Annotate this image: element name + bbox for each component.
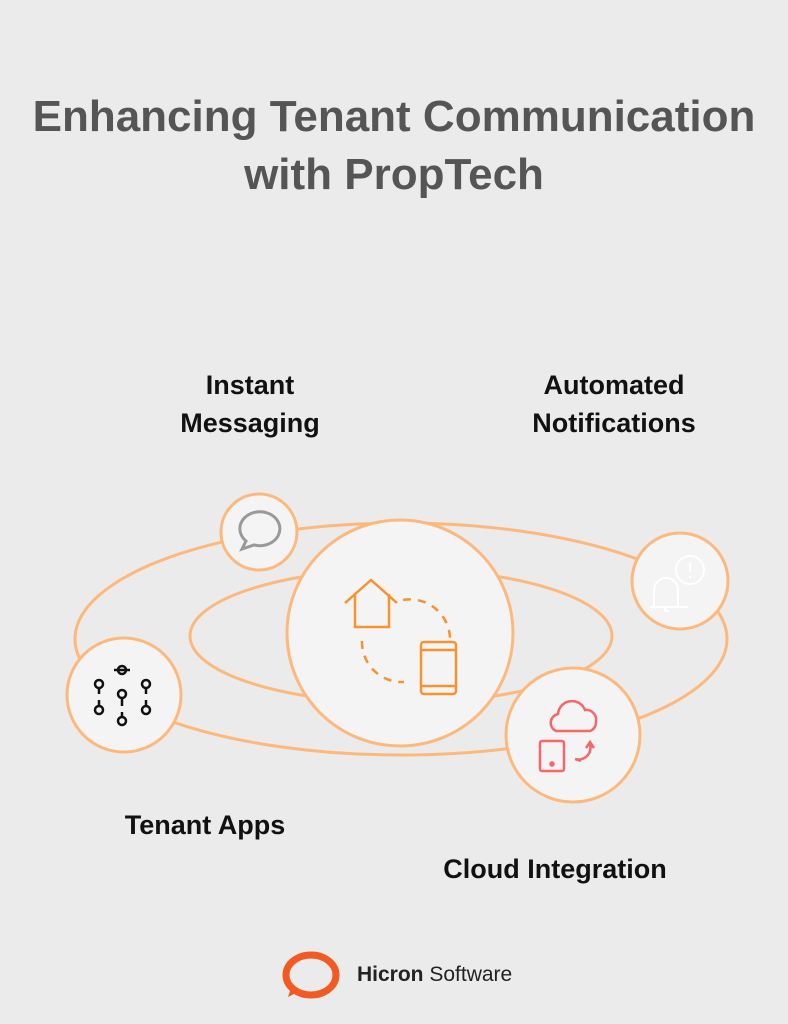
label-instant-messaging: Instant Messaging [180,370,320,438]
page-title: Enhancing Tenant Communication with Prop… [32,92,756,199]
bell-alert-icon [650,555,705,612]
apps-node [65,636,183,754]
center-node [285,518,515,748]
chat-node [219,492,299,572]
label-automated-notifications: Automated Notifications [532,370,696,438]
hicron-logo-icon [282,951,340,999]
speech-bubble-icon [238,510,282,552]
logo-text: Hicron Software [357,963,512,987]
logo-suffix: Software [429,963,513,986]
label-tenant-apps: Tenant Apps [124,810,286,840]
house-phone-sync-icon [344,578,458,696]
logo-brand: Hicron [357,963,424,986]
cloud-phone-sync-icon [538,699,598,773]
network-nodes-icon [93,664,152,727]
label-cloud-integration: Cloud Integration [443,854,667,884]
cloud-node [504,666,642,804]
